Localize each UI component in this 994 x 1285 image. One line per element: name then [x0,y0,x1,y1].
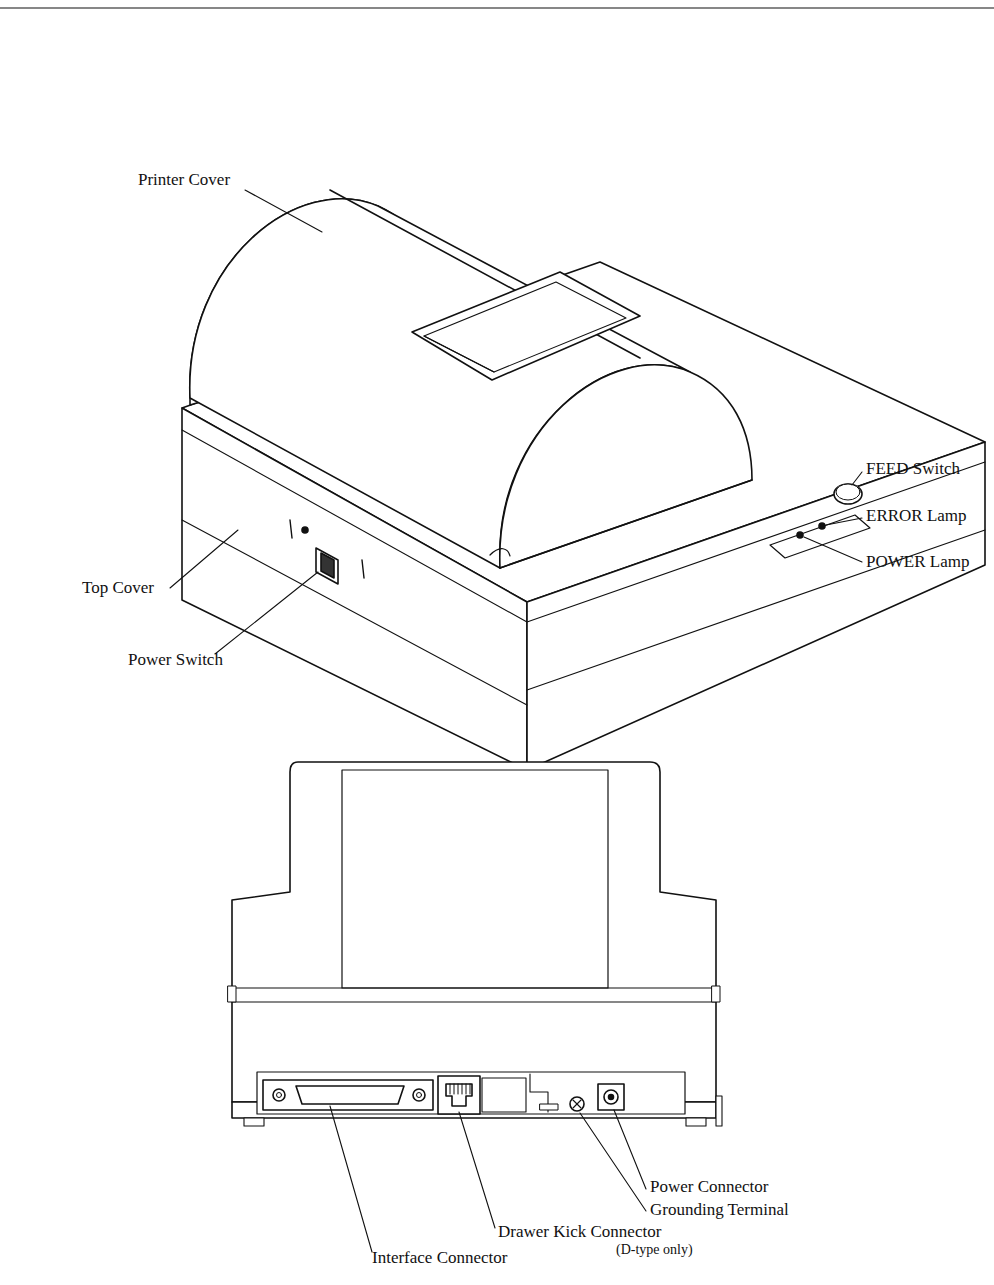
part-label: POWER Lamp [866,552,969,572]
printer-rear-view [228,762,722,1126]
printer-perspective [182,190,985,770]
part-label: (D-type only) [616,1242,693,1258]
part-label: Top Cover [82,578,154,598]
part-label: Power Connector [650,1177,769,1197]
part-label: Power Switch [128,650,223,670]
part-label: Interface Connector [372,1248,507,1268]
part-label: ERROR Lamp [866,506,967,526]
part-label: Drawer Kick Connector [498,1222,661,1242]
part-label: Grounding Terminal [650,1200,789,1220]
part-label: FEED Switch [866,459,960,479]
part-label: Printer Cover [138,170,230,190]
header-rule [0,7,994,8]
leader-lines [170,190,862,654]
